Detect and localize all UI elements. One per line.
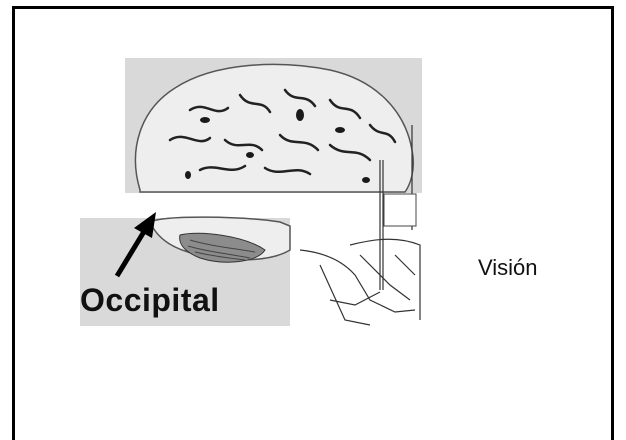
skull-face-panel: [384, 194, 416, 226]
occipital-label: Occipital: [80, 282, 220, 319]
vision-label: Visión: [478, 255, 538, 281]
